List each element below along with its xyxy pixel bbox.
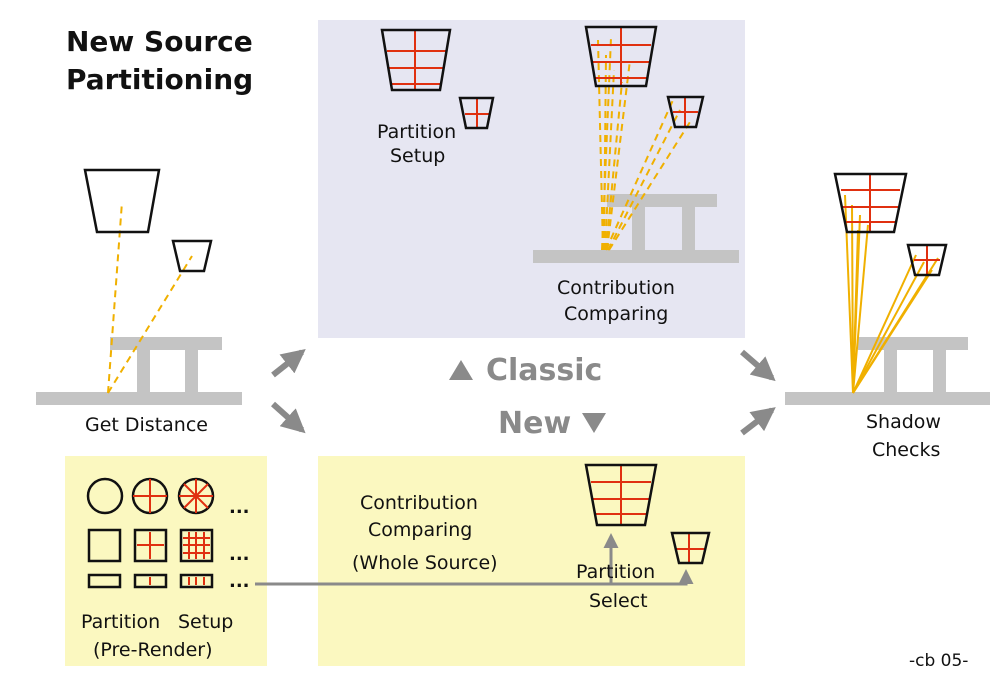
table-leg bbox=[884, 350, 897, 392]
light-source-small bbox=[670, 531, 711, 565]
new-panel bbox=[318, 456, 745, 666]
table-leg bbox=[682, 207, 695, 250]
light-source-small bbox=[666, 95, 705, 129]
table-leg bbox=[933, 350, 946, 392]
grid-line bbox=[914, 245, 940, 275]
grid-line bbox=[673, 97, 698, 127]
label-shadow-2: Checks bbox=[872, 439, 940, 461]
table-top bbox=[110, 337, 222, 350]
ellipsis: ... bbox=[229, 497, 250, 518]
bar-partition-4 bbox=[179, 573, 214, 589]
square-partition-16 bbox=[179, 528, 214, 563]
label-shadow-1: Shadow bbox=[866, 411, 941, 433]
label-pre-render-2: Setup bbox=[178, 611, 233, 633]
label-partition-setup-2: Setup bbox=[390, 145, 445, 167]
flow-arrow bbox=[740, 349, 776, 382]
page-title-line2: Partitioning bbox=[66, 63, 253, 96]
page-title-line1: New Source bbox=[66, 25, 253, 58]
triangle-up-icon bbox=[449, 360, 473, 380]
table-leg bbox=[137, 350, 150, 392]
signature: -cb 05- bbox=[909, 651, 968, 671]
label-pre-render-1: Partition bbox=[81, 611, 160, 633]
table-leg bbox=[632, 207, 645, 250]
light-source-large bbox=[380, 28, 452, 92]
light-source-large bbox=[584, 25, 658, 88]
grid-line bbox=[387, 30, 446, 90]
shadow-checks-scene bbox=[785, 172, 990, 405]
distance-ray bbox=[107, 255, 193, 394]
get-distance-scene bbox=[36, 168, 242, 405]
square-partition bbox=[87, 528, 122, 563]
dashed-rays bbox=[597, 37, 691, 251]
bar-partition-2 bbox=[133, 573, 168, 589]
floor-bar bbox=[533, 250, 739, 263]
grid-line bbox=[591, 27, 651, 86]
label-get-distance: Get Distance bbox=[85, 414, 208, 436]
floor-bar bbox=[785, 392, 990, 405]
grid-line bbox=[465, 98, 489, 128]
distance-ray bbox=[107, 201, 123, 394]
label-contribution-new-1: Contribution bbox=[360, 492, 478, 514]
triangle-down-icon bbox=[582, 413, 606, 433]
new-selected-sources bbox=[584, 463, 711, 565]
label-contribution-classic-2: Comparing bbox=[564, 303, 668, 325]
flow-arrow bbox=[270, 401, 306, 434]
label-contribution-classic-1: Contribution bbox=[557, 277, 675, 299]
select-connector bbox=[255, 569, 694, 586]
circle-partition bbox=[86, 477, 124, 515]
classic-contribution-scene bbox=[533, 25, 739, 263]
grid-line bbox=[676, 533, 706, 563]
pre-render-grids bbox=[133, 479, 213, 585]
light-source-small bbox=[458, 96, 495, 130]
label-pre-render-3: (Pre-Render) bbox=[93, 639, 213, 661]
flow-arrow bbox=[740, 407, 776, 436]
label-partition-select-1: Partition bbox=[576, 561, 655, 583]
light-source-large bbox=[584, 463, 658, 527]
square-partition-4 bbox=[133, 528, 168, 563]
grid-line bbox=[591, 465, 651, 525]
table-top bbox=[607, 194, 717, 207]
table-leg bbox=[185, 350, 198, 392]
light-source-large bbox=[833, 172, 908, 234]
label-partition-select-2: Select bbox=[589, 590, 648, 612]
label-contribution-new-2: Comparing bbox=[368, 519, 472, 541]
label-partition-setup-1: Partition bbox=[377, 121, 456, 143]
ellipsis: ... bbox=[229, 571, 250, 592]
classic-partition-setup bbox=[380, 28, 495, 130]
label-contribution-new-3: (Whole Source) bbox=[352, 552, 498, 574]
label-classic: Classic bbox=[486, 353, 602, 388]
floor-bar bbox=[36, 392, 242, 405]
grid-line bbox=[841, 174, 900, 232]
bar-partition bbox=[87, 573, 122, 589]
classic-panel bbox=[318, 20, 745, 338]
flow-arrow bbox=[271, 349, 306, 378]
label-new: New bbox=[498, 406, 571, 441]
light-source-large bbox=[83, 168, 161, 234]
ellipsis: ... bbox=[229, 544, 250, 565]
light-source-small bbox=[171, 239, 213, 273]
light-source-small bbox=[906, 243, 948, 277]
